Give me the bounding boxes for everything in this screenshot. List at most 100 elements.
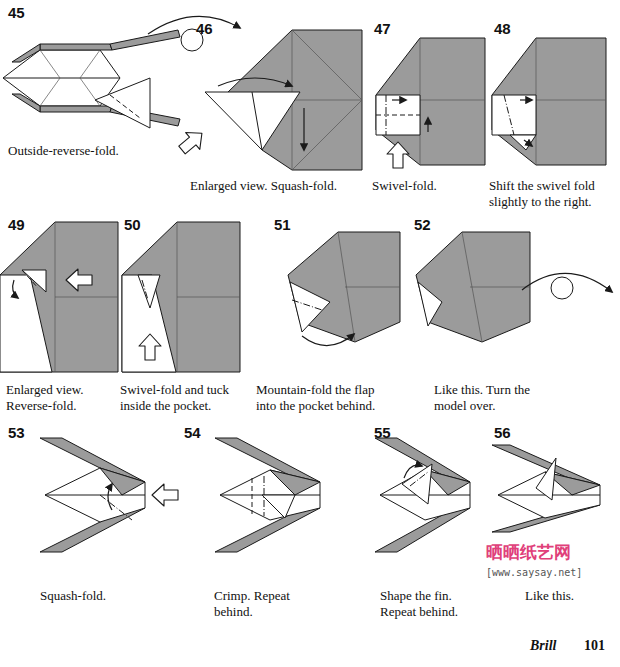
step-53-figure-part [45, 468, 145, 522]
step-number: 55 [374, 424, 391, 442]
step-46-figure-part [252, 92, 262, 150]
step-caption: Outside-reverse-fold. [8, 143, 188, 159]
step-51-figure-part [292, 300, 322, 310]
step-50-figure-part [122, 275, 176, 372]
step-caption: Enlarged view. Squash-fold. [190, 178, 362, 194]
step-51-figure-part [288, 232, 400, 342]
step-caption: Like this. Turn the model over. [434, 382, 552, 413]
step-48-figure-part [492, 38, 606, 165]
step-45-figure-part [12, 94, 40, 112]
step-number: 52 [414, 216, 431, 234]
page-title: Brill [530, 638, 556, 655]
step-48-figure-part [492, 95, 536, 135]
step-48-figure-part [510, 135, 536, 150]
step-49-figure-part [13, 280, 18, 298]
step-53-figure-part [45, 495, 145, 496]
step-45-figure [3, 16, 240, 128]
step-46-figure-part [218, 78, 292, 86]
step-45-figure-part [148, 16, 240, 34]
step-50-figure-part [122, 222, 240, 372]
step-47-figure [376, 38, 485, 168]
step-49-figure-part [0, 222, 118, 372]
step-46-figure-part [303, 108, 304, 150]
page-number: 101 [584, 638, 605, 655]
step-45-figure-part [40, 106, 112, 112]
step-52-figure [416, 232, 612, 342]
step-50-figure-part [142, 280, 148, 300]
step-54-figure-part [220, 470, 320, 520]
step-55-figure-part [404, 465, 422, 478]
step-45-figure-part [95, 78, 150, 128]
step-caption: Squash-fold. [40, 588, 160, 604]
step-caption: Shape the fin. Repeat behind. [380, 588, 480, 619]
step-48-figure-part [504, 95, 514, 135]
step-51-figure [288, 232, 400, 346]
step-47-figure-part [427, 118, 428, 132]
step-51-figure-part [345, 287, 400, 288]
step-55-figure-part [402, 464, 432, 504]
step-46-figure [175, 30, 362, 170]
step-53-figure-part [100, 495, 132, 520]
step-caption: Mountain-fold the flap into the pocket b… [256, 382, 396, 413]
step-52-figure-part [551, 277, 573, 299]
step-number: 46 [196, 20, 213, 38]
step-51-figure-part [290, 282, 330, 332]
step-53-figure-part [152, 484, 178, 506]
step-56-figure [492, 445, 600, 532]
step-52-figure-part [470, 287, 530, 288]
step-47-figure-part [376, 115, 420, 116]
step-48-figure-part [524, 140, 532, 146]
step-47-figure-part [392, 99, 406, 100]
step-46-figure-part [292, 30, 362, 170]
step-48-figure [492, 38, 606, 165]
step-45-figure-part [80, 50, 100, 106]
step-54-figure-part [262, 495, 295, 518]
step-45-figure-part [40, 44, 112, 50]
step-53-figure-part [108, 484, 112, 510]
step-number: 53 [8, 424, 25, 442]
watermark: 晒晒纸艺网 [486, 542, 571, 562]
step-53-figure-part [100, 468, 145, 495]
step-55-figure-part [425, 470, 470, 495]
step-caption: Crimp. Repeat behind. [214, 588, 306, 619]
step-number: 51 [274, 216, 291, 234]
step-52-figure-part [416, 232, 530, 342]
step-46-figure-part [175, 125, 209, 159]
step-caption: Swivel-fold and tuck inside the pocket. [120, 382, 248, 413]
step-56-figure-part [536, 458, 556, 500]
step-number: 54 [184, 424, 201, 442]
step-49-figure-part [22, 270, 38, 288]
step-48-figure-part [536, 100, 606, 101]
step-54-figure-part [252, 478, 253, 514]
step-number: 56 [494, 424, 511, 442]
step-45-figure-part [12, 44, 40, 62]
step-number: 50 [124, 216, 141, 234]
step-45-figure-part [110, 30, 180, 50]
step-45-figure-part [40, 50, 60, 106]
step-caption: Swivel-fold. [372, 178, 484, 194]
step-54-figure [215, 438, 320, 552]
step-47-figure-part [387, 142, 409, 168]
step-46-figure-part [292, 100, 362, 101]
step-47-figure-part [376, 38, 485, 165]
step-number: 48 [494, 20, 511, 38]
step-number: 49 [8, 216, 25, 234]
step-52-figure-part [418, 282, 442, 326]
step-caption: Shift the swivel fold slightly to the ri… [489, 178, 615, 209]
step-49-figure-part [55, 297, 118, 298]
step-52-figure-part [522, 273, 612, 292]
step-45-figure-part [110, 95, 140, 118]
step-53-figure [40, 438, 178, 552]
step-49-figure-part [22, 270, 46, 292]
step-50-figure-part [177, 297, 240, 298]
step-50-figure-part [139, 334, 161, 360]
step-50-figure [122, 222, 240, 372]
step-caption: Enlarged view. Reverse-fold. [6, 382, 116, 413]
step-49-figure-part [66, 269, 92, 291]
step-47-figure-part [376, 95, 420, 135]
step-caption: Like this. [525, 588, 615, 604]
step-47-figure-part [420, 100, 485, 101]
step-54-figure-part [264, 476, 265, 516]
